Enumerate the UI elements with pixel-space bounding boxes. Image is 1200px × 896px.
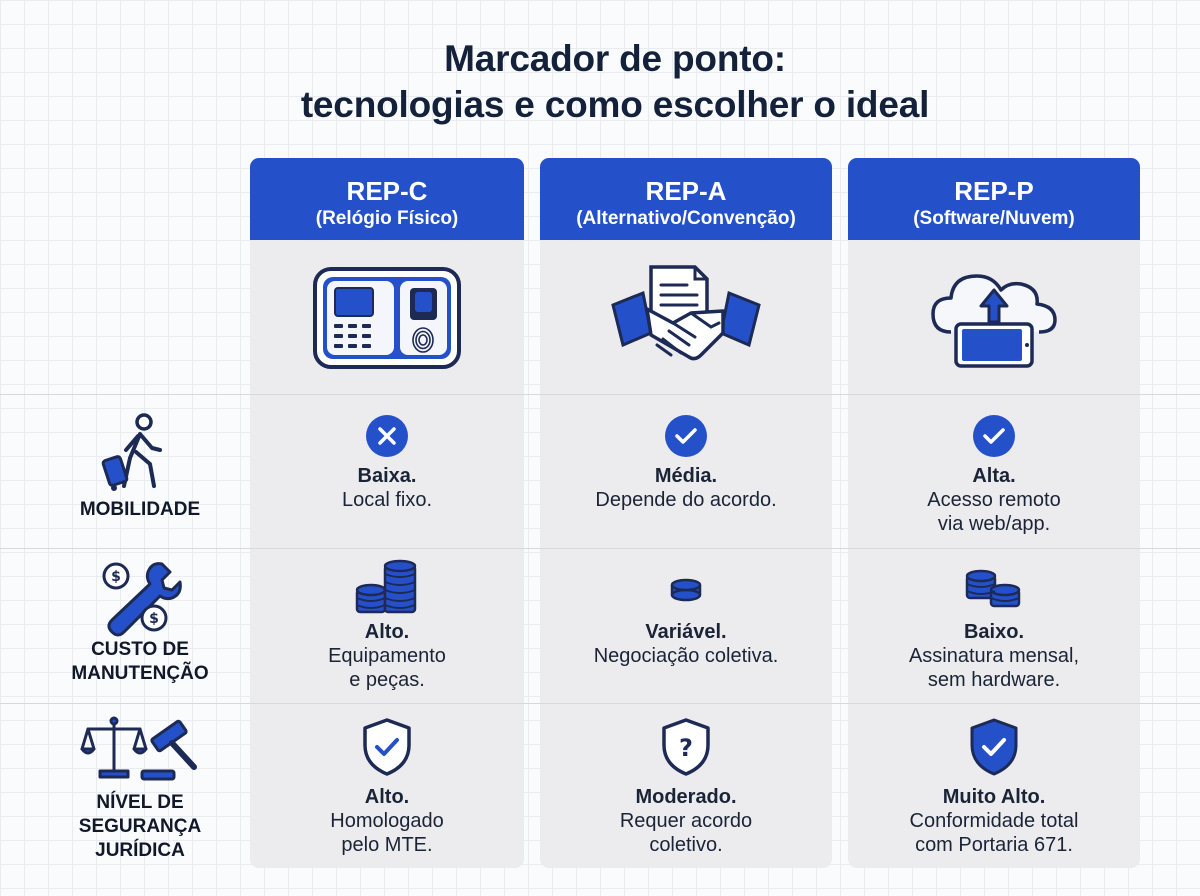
coin-stacks-large-icon bbox=[355, 559, 417, 614]
page-title: Marcador de ponto: tecnologias e como es… bbox=[0, 36, 1200, 128]
column-name: REP-C bbox=[346, 176, 428, 206]
shield-check-filled-icon bbox=[970, 718, 1018, 776]
cell-detail: Negociação coletiva. bbox=[593, 645, 779, 667]
cell-detail: Depende do acordo. bbox=[595, 489, 777, 511]
cell-detail: coletivo. bbox=[649, 834, 723, 856]
column-subtitle: (Alternativo/Convenção) bbox=[576, 208, 796, 229]
row-label-mobilidade: MOBILIDADE bbox=[40, 394, 240, 548]
row-divider bbox=[0, 703, 1200, 704]
cell-detail: Homologado bbox=[330, 810, 444, 832]
cell-seguranca-rep-c: Alto. Homologado pelo MTE. bbox=[250, 703, 524, 868]
cell-detail: e peças. bbox=[349, 669, 425, 691]
cell-mobilidade-rep-c: Baixa. Local fixo. bbox=[250, 394, 524, 548]
cell-rating: Moderado. bbox=[635, 786, 737, 808]
row-label-seguranca-juridica: NÍVEL DE SEGURANÇA JURÍDICA bbox=[40, 703, 240, 868]
cell-detail: Requer acordo bbox=[619, 810, 753, 832]
page-title-line-1: Marcador de ponto: bbox=[444, 38, 786, 79]
row-label-line: MOBILIDADE bbox=[79, 499, 201, 520]
cell-rating: Muito Alto. bbox=[942, 786, 1046, 808]
page-title-line-2: tecnologias e como escolher o ideal bbox=[300, 84, 930, 125]
row-label-line: MANUTENÇÃO bbox=[71, 663, 209, 684]
column-name: REP-P bbox=[954, 176, 1034, 206]
x-circle-icon bbox=[366, 415, 408, 457]
cell-rating: Alto. bbox=[364, 621, 410, 643]
cell-custo-rep-c: Alto. Equipamento e peças. bbox=[250, 548, 524, 703]
scales-gavel-icon bbox=[80, 716, 197, 781]
cell-rating: Alta. bbox=[972, 465, 1016, 487]
cell-detail: via web/app. bbox=[937, 513, 1051, 535]
cell-rating: Média. bbox=[654, 465, 718, 487]
row-label-line: NÍVEL DE bbox=[96, 792, 184, 813]
column-name: REP-A bbox=[645, 176, 727, 206]
column-header-rep-a: REP-A (Alternativo/Convenção) bbox=[540, 158, 832, 240]
handshake-document-icon bbox=[611, 264, 761, 360]
cell-rating: Variável. bbox=[645, 621, 727, 643]
row-label-line: CUSTO DE bbox=[91, 639, 189, 660]
shield-question-icon: ? bbox=[662, 718, 710, 776]
cell-seguranca-rep-p: Muito Alto. Conformidade total com Porta… bbox=[848, 703, 1140, 868]
column-subtitle: (Software/Nuvem) bbox=[913, 208, 1075, 229]
column-header-rep-p: REP-P (Software/Nuvem) bbox=[848, 158, 1140, 240]
svg-text:$: $ bbox=[111, 569, 121, 585]
cell-detail: Assinatura mensal, bbox=[908, 645, 1080, 667]
check-circle-icon bbox=[665, 415, 707, 457]
cell-detail: sem hardware. bbox=[927, 669, 1061, 691]
cell-custo-rep-a: Variável. Negociação coletiva. bbox=[540, 548, 832, 703]
cell-rating: Baixa. bbox=[357, 465, 417, 487]
cell-rating: Baixo. bbox=[963, 621, 1025, 643]
row-label-line: SEGURANÇA bbox=[78, 816, 202, 837]
row-divider bbox=[0, 394, 1200, 395]
cell-mobilidade-rep-p: Alta. Acesso remoto via web/app. bbox=[848, 394, 1140, 548]
cell-custo-rep-p: Baixo. Assinatura mensal, sem hardware. bbox=[848, 548, 1140, 703]
cloud-upload-tablet-icon bbox=[931, 273, 1057, 368]
cell-detail: pelo MTE. bbox=[341, 834, 433, 856]
cell-detail: Equipamento bbox=[328, 645, 446, 667]
single-coin-icon bbox=[670, 578, 702, 602]
cell-mobilidade-rep-a: Média. Depende do acordo. bbox=[540, 394, 832, 548]
row-divider bbox=[0, 548, 1200, 549]
cell-detail: Local fixo. bbox=[341, 489, 433, 511]
shield-check-outline-icon bbox=[363, 718, 411, 776]
svg-text:$: $ bbox=[149, 611, 159, 627]
person-with-suitcase-icon bbox=[101, 413, 162, 491]
time-clock-fingerprint-icon bbox=[313, 266, 461, 369]
column-subtitle: (Relógio Físico) bbox=[315, 208, 459, 229]
check-circle-icon bbox=[973, 415, 1015, 457]
cell-detail: com Portaria 671. bbox=[915, 834, 1073, 856]
column-header-rep-c: REP-C (Relógio Físico) bbox=[250, 158, 524, 240]
cell-rating: Alto. bbox=[364, 786, 410, 808]
coin-stacks-small-icon bbox=[965, 569, 1021, 608]
row-label-custo-manutencao: $ $ CUSTO DE MANUTENÇÃO bbox=[40, 548, 240, 703]
row-label-line: JURÍDICA bbox=[95, 840, 185, 861]
svg-text:?: ? bbox=[679, 734, 693, 762]
cell-seguranca-rep-a: ? Moderado. Requer acordo coletivo. bbox=[540, 703, 832, 868]
cell-detail: Conformidade total bbox=[909, 810, 1079, 832]
wrench-coins-icon: $ $ bbox=[102, 562, 182, 637]
cell-detail: Acesso remoto bbox=[927, 489, 1061, 511]
